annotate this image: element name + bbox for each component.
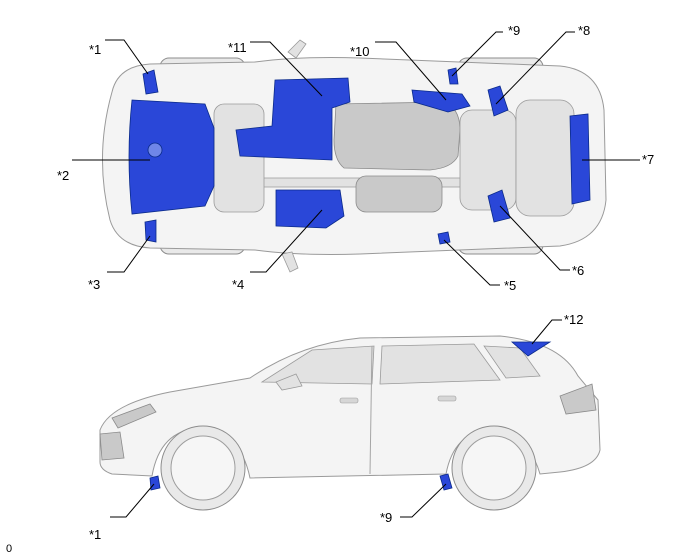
rear-quarter-window [483,345,541,379]
callout-11: *11 [228,40,247,55]
front-rim [170,435,236,501]
leader-1 [105,39,149,75]
tail-lamp [559,383,597,415]
spare-tire-well [515,99,575,217]
muffler [355,175,443,213]
leader-11 [250,41,323,97]
front-door-handle [339,397,359,404]
leader-10 [375,41,447,101]
part-9-rear-floor-side-cover [447,67,459,85]
door-seam [369,345,373,475]
grille [99,431,125,461]
part-9-rear-floor-side-cover-side [439,473,453,491]
leader-3 [107,235,151,273]
part-10-fuel-tank-cover [411,89,471,113]
callout-5: *5 [504,278,516,293]
leader-6 [499,205,570,271]
side-mirror-side [275,373,303,391]
leader-s9 [400,483,447,518]
leader-s1 [110,483,155,518]
part-7-rear-bumper-cover [569,113,591,205]
callout-6: *6 [572,263,584,278]
callout-10: *10 [350,44,370,59]
leader-12 [531,319,562,345]
callout-s9: *9 [380,510,392,525]
rear-suspension-member [459,109,517,211]
part-6-rear-suspension-cover-rh [487,189,511,223]
callout-7: *7 [642,152,654,167]
part-2-engine-undercover [128,99,215,215]
callout-9: *9 [508,23,520,38]
callout-3: *3 [88,277,100,292]
front-crossmember [213,103,265,213]
part-12-rear-spoiler [510,341,552,357]
callout-8: *8 [578,23,590,38]
leader-9 [451,31,503,77]
part-3-front-fender-liner-rh [144,219,157,243]
callout-2: *2 [57,168,69,183]
side-window-rear [379,343,501,385]
side-mirror-lower [281,251,299,273]
side-mirror [287,39,307,59]
part-8-rear-suspension-cover-lh [487,85,509,117]
leader-8 [495,31,575,105]
part-1-front-fender-liner-lh [142,69,159,95]
part-11-floor-undercover-lh [235,77,351,161]
underbody-view: *1 *11 *10 *9 *8 *2 *7 *3 *4 *5 *6 [57,23,654,293]
callout-1: *1 [89,42,101,57]
rear-rim [461,435,527,501]
part-5-rear-floor-cover-rh [437,231,451,245]
part-4-floor-undercover-rh [275,189,345,229]
leader-5 [443,239,500,286]
side-window-front [260,345,375,385]
figure-code: 0 [6,543,13,555]
part-2-drain-hole [147,142,163,158]
rear-door-handle [437,395,457,402]
headlight [111,403,157,429]
part-1-front-fender-liner-side [149,475,161,491]
callout-4: *4 [232,277,244,292]
leader-4 [250,209,323,273]
callout-s1: *1 [89,527,101,542]
fuel-tank [333,101,461,171]
side-view: *12 *1 *9 [89,312,601,542]
callout-12: *12 [564,312,584,327]
